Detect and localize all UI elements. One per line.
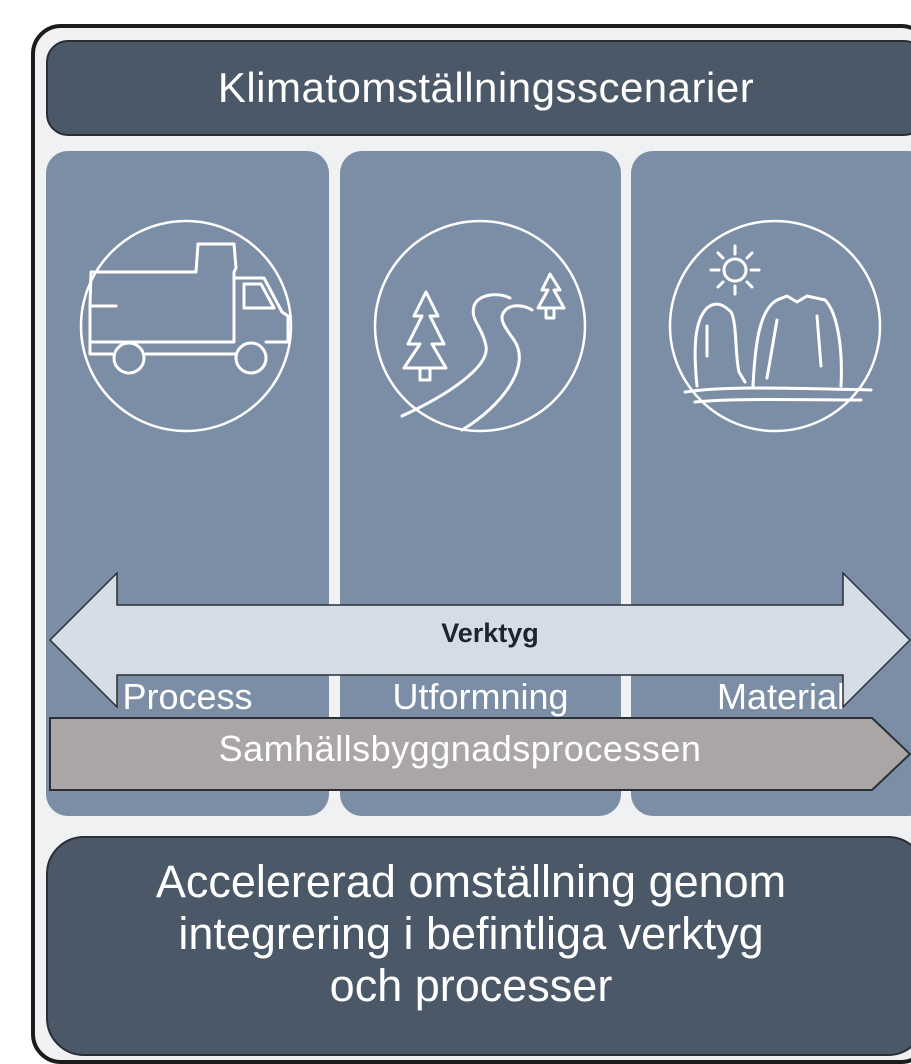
process-arrow bbox=[49, 717, 911, 791]
page-title: Klimatomställningsscenarier bbox=[46, 40, 911, 136]
column-label-process: Process bbox=[122, 676, 253, 717]
sun-rocks-icon bbox=[668, 219, 882, 433]
column-utformning: Utformning bbox=[340, 151, 621, 816]
dump-truck-icon bbox=[79, 219, 293, 433]
conclusion-line-3: och processer bbox=[329, 960, 613, 1011]
column-process: Process bbox=[46, 151, 329, 816]
tools-double-arrow bbox=[48, 571, 911, 709]
column-material: Material bbox=[631, 151, 911, 816]
road-trees-icon bbox=[373, 219, 587, 433]
column-label-material: Material bbox=[716, 676, 846, 717]
conclusion-line-1: Accelererad omställning genom bbox=[155, 856, 787, 907]
process-arrow-label: Samhällsbyggnadsprocessen bbox=[218, 728, 702, 769]
conclusion-box: Accelererad omställning genom integrerin… bbox=[46, 836, 911, 1056]
conclusion-line-2: integrering i befintliga verktyg bbox=[178, 908, 764, 959]
column-label-utformning: Utformning bbox=[392, 676, 569, 717]
tools-arrow-label: Verktyg bbox=[441, 618, 539, 648]
arrows-layer bbox=[48, 571, 911, 791]
